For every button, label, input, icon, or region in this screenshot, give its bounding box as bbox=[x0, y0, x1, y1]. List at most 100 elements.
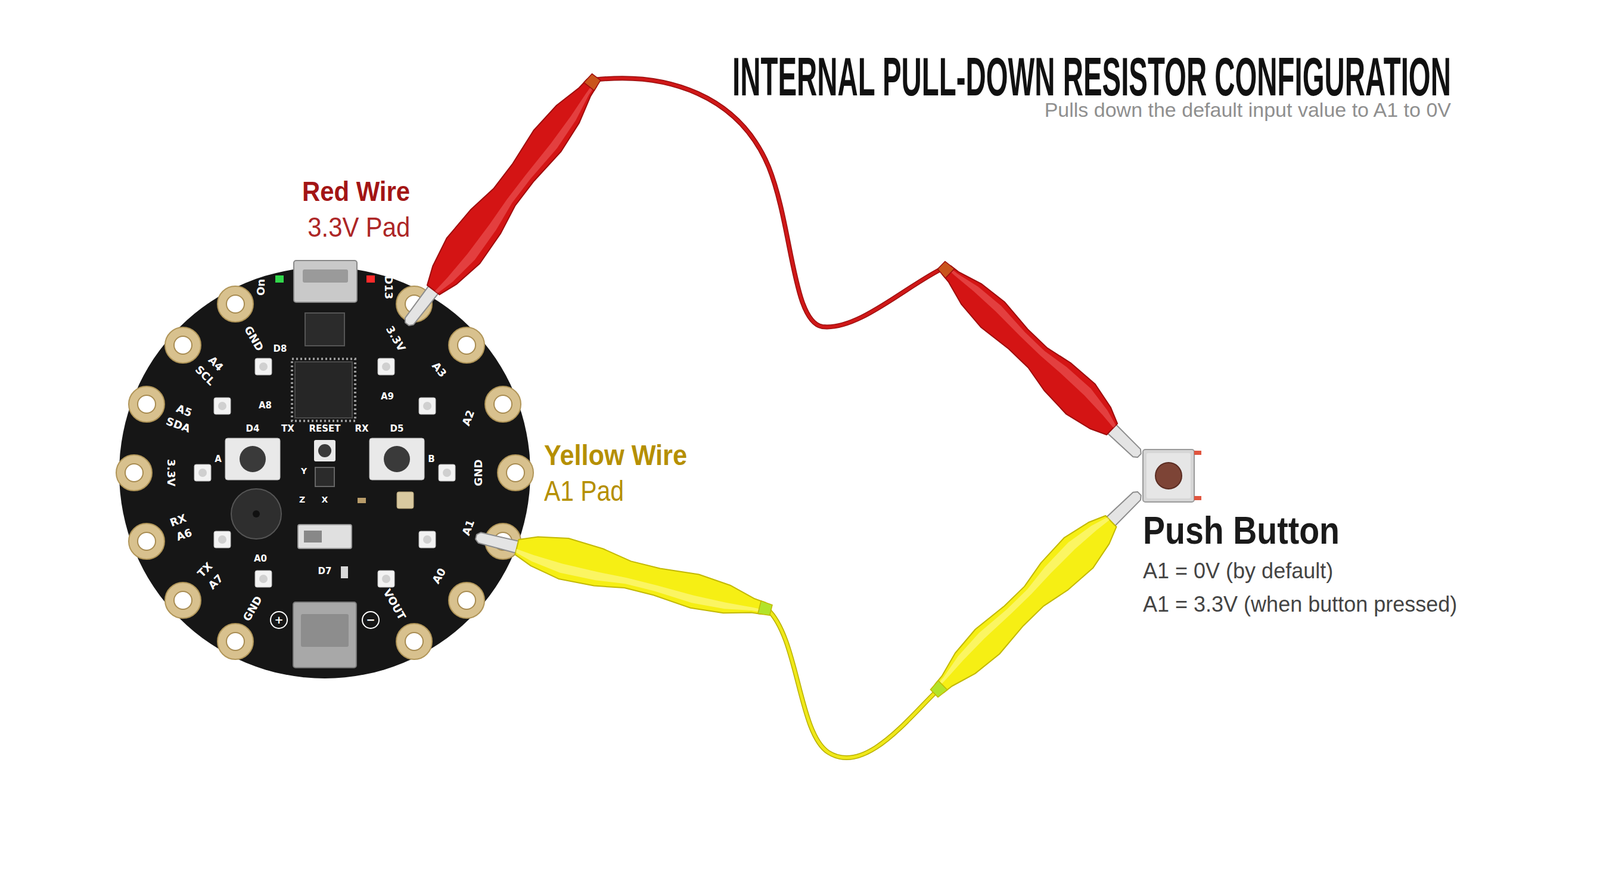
pin-label: D4 bbox=[246, 424, 260, 434]
pin-label: Y bbox=[300, 466, 307, 475]
pin-label: A9 bbox=[380, 392, 394, 402]
pad bbox=[128, 386, 165, 422]
slide-switch bbox=[297, 524, 352, 549]
neopixel bbox=[438, 464, 456, 481]
callout-label: Red Wire bbox=[302, 177, 410, 205]
buzzer-hole bbox=[252, 510, 260, 518]
pad bbox=[396, 623, 433, 660]
status-led bbox=[366, 275, 375, 283]
neopixel bbox=[255, 358, 272, 375]
pad-hole bbox=[226, 294, 245, 313]
button-face bbox=[1146, 452, 1191, 499]
pin-label: D5 bbox=[390, 424, 405, 434]
pad-hole bbox=[226, 632, 245, 651]
state-note: A1 = 0V (by default) bbox=[1142, 554, 1334, 588]
clip-highlight bbox=[947, 266, 1116, 428]
wire-outline bbox=[594, 78, 944, 327]
neopixel bbox=[377, 358, 395, 375]
callout-label: 3.3V Pad bbox=[307, 213, 410, 241]
pad-hole bbox=[125, 463, 144, 482]
pin-label: TX bbox=[195, 560, 214, 579]
clip-body bbox=[427, 79, 597, 295]
component-heading: Push Button bbox=[1142, 506, 1340, 555]
pad-hole bbox=[494, 395, 512, 413]
neopixel-lens bbox=[218, 535, 227, 544]
pin-label: A bbox=[214, 454, 222, 464]
neopixel-lens bbox=[423, 535, 432, 544]
pad-hole bbox=[457, 336, 476, 354]
button-body bbox=[1142, 449, 1195, 502]
neopixel-lens bbox=[381, 362, 391, 371]
pin-label: B bbox=[427, 454, 435, 464]
button-a bbox=[225, 437, 281, 480]
clip-body bbox=[514, 536, 766, 615]
pad-label-text: A1 bbox=[460, 517, 477, 537]
callout-label: A1 Pad bbox=[544, 476, 624, 506]
neopixel bbox=[377, 570, 395, 587]
neopixels bbox=[194, 358, 456, 587]
usb-port bbox=[302, 269, 349, 283]
pad-hole bbox=[457, 591, 476, 610]
clip-boot bbox=[583, 73, 601, 91]
button-b bbox=[369, 437, 425, 480]
pin-label: D7 bbox=[318, 566, 332, 576]
pin-label: A0 bbox=[430, 566, 449, 586]
diagram-subtitle: Pulls down the default input value to A1… bbox=[1044, 99, 1452, 120]
board-body bbox=[119, 266, 531, 679]
battery-socket bbox=[300, 613, 349, 647]
pad-hole bbox=[137, 532, 156, 551]
state-note: A1 = 3.3V (when button pressed) bbox=[1142, 587, 1457, 621]
neopixel-lens bbox=[259, 362, 268, 371]
pin-label: A8 bbox=[258, 401, 272, 410]
buzzer bbox=[231, 488, 282, 539]
button-b-cap bbox=[383, 445, 410, 472]
pin-label: RX bbox=[354, 424, 369, 434]
pad bbox=[217, 623, 254, 660]
neopixel bbox=[213, 397, 231, 415]
pad-label-text: 3.3V bbox=[384, 324, 408, 354]
wire-outline bbox=[767, 609, 937, 758]
chip-pins bbox=[291, 358, 356, 421]
reset-button bbox=[314, 439, 336, 462]
smd-part bbox=[357, 497, 366, 503]
pin-label: A7 bbox=[206, 572, 225, 591]
clip-highlight bbox=[936, 517, 1110, 688]
pin-label: A4 bbox=[206, 353, 225, 373]
pin-label: Z bbox=[299, 495, 306, 504]
clip-highlight bbox=[515, 548, 764, 613]
pad bbox=[165, 327, 201, 363]
wire bbox=[594, 78, 944, 327]
pin-label: RX bbox=[168, 512, 188, 528]
pin-label: TX bbox=[281, 424, 295, 434]
clip-body bbox=[934, 515, 1117, 693]
neopixel bbox=[418, 397, 436, 415]
pad bbox=[217, 286, 254, 322]
push-button-illustration bbox=[1138, 445, 1210, 508]
pin-label: − bbox=[365, 614, 375, 626]
pin-label: A2 bbox=[460, 408, 477, 427]
power-led bbox=[275, 275, 284, 283]
pad bbox=[448, 327, 485, 363]
button-leg bbox=[1194, 495, 1202, 500]
polarity-ring bbox=[270, 611, 288, 629]
pin-label: 3.3V bbox=[165, 458, 177, 487]
clip-boot bbox=[757, 600, 773, 615]
pin-label: A5 bbox=[174, 402, 194, 419]
clip-highlight bbox=[435, 83, 596, 294]
pin-label: + bbox=[274, 614, 284, 626]
neopixel bbox=[194, 464, 211, 481]
wire bbox=[767, 609, 937, 758]
button-callout: Push ButtonA1 = 0V (by default)A1 = 3.3V… bbox=[1139, 446, 1457, 621]
pin-label: D8 bbox=[273, 344, 288, 354]
pad bbox=[485, 386, 521, 422]
neopixel bbox=[213, 530, 231, 548]
pad-label: 3.3V bbox=[384, 324, 408, 354]
battery-connector bbox=[293, 601, 357, 668]
pin-label: X bbox=[321, 495, 329, 504]
neopixel bbox=[418, 530, 436, 548]
pin-label: A0 bbox=[253, 554, 267, 564]
pad bbox=[116, 454, 152, 491]
pin-label: RESET bbox=[308, 424, 341, 434]
